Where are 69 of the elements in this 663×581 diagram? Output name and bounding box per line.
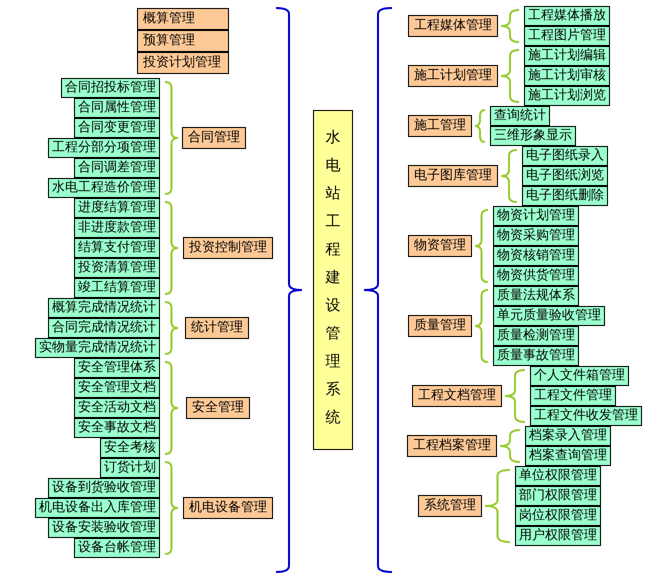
item-box: 水电工程造价管理	[48, 178, 160, 198]
item-box: 合同完成情况统计	[48, 318, 160, 338]
item-box: 安全管理体系	[74, 358, 160, 378]
category-box: 系统管理	[418, 495, 482, 517]
item-box: 电子图纸录入	[522, 146, 608, 166]
item-box: 订货计划	[100, 458, 160, 478]
category-box: 施工管理	[408, 115, 472, 137]
item-box: 工程图片管理	[524, 26, 610, 46]
item-box: 个人文件箱管理	[530, 366, 629, 386]
item-box: 质量事故管理	[493, 346, 579, 366]
item-box: 物资计划管理	[493, 206, 579, 226]
category-box: 工程媒体管理	[408, 15, 498, 37]
item-box: 设备台帐管理	[74, 538, 160, 558]
category-box: 施工计划管理	[408, 65, 498, 87]
category-box: 工程档案管理	[407, 435, 497, 457]
item-box: 档案录入管理	[525, 426, 611, 446]
item-box: 质量法规体系	[493, 286, 579, 306]
category-box: 机电设备管理	[183, 497, 273, 519]
item-box: 安全活动文档	[74, 398, 160, 418]
item-box: 档案查询管理	[525, 446, 611, 466]
item-box: 单位权限管理	[515, 466, 601, 486]
item-box: 概算完成情况统计	[48, 298, 160, 318]
item-box: 竣工结算管理	[74, 278, 160, 298]
module-box: 概算管理	[137, 8, 229, 30]
item-box: 施工计划编辑	[524, 46, 610, 66]
item-box: 安全管理文档	[74, 378, 160, 398]
item-box: 施工计划浏览	[524, 86, 610, 106]
item-box: 工程文件收发管理	[530, 406, 642, 426]
item-box: 机电设备出入库管理	[35, 498, 160, 518]
item-box: 质量检测管理	[493, 326, 579, 346]
item-box: 岗位权限管理	[515, 506, 601, 526]
item-box: 结算支付管理	[74, 238, 160, 258]
category-box: 安全管理	[186, 397, 250, 419]
module-box: 预算管理	[137, 30, 229, 52]
category-box: 合同管理	[182, 127, 246, 149]
item-box: 工程媒体播放	[524, 6, 610, 26]
item-box: 安全事故文档	[74, 418, 160, 438]
system-box: 水电站工程建设管理系统	[313, 110, 353, 450]
item-box: 进度结算管理	[74, 198, 160, 218]
item-box: 合同招投标管理	[61, 78, 160, 98]
item-box: 合同变更管理	[74, 118, 160, 138]
item-box: 投资清算管理	[74, 258, 160, 278]
item-box: 物资核销管理	[493, 246, 579, 266]
category-box: 质量管理	[408, 315, 472, 337]
item-box: 物资供货管理	[493, 266, 579, 286]
item-box: 安全考核	[100, 438, 160, 458]
category-box: 电子图库管理	[408, 165, 498, 187]
item-box: 设备到货验收管理	[48, 478, 160, 498]
item-box: 工程分部分项管理	[48, 138, 160, 158]
item-box: 实物量完成情况统计	[35, 338, 160, 358]
item-box: 用户权限管理	[515, 526, 601, 546]
item-box: 工程文件管理	[530, 386, 616, 406]
item-box: 电子图纸删除	[522, 186, 608, 206]
item-box: 物资采购管理	[493, 226, 579, 246]
item-box: 合同属性管理	[74, 98, 160, 118]
item-box: 施工计划审核	[524, 66, 610, 86]
item-box: 设备安装验收管理	[48, 518, 160, 538]
item-box: 部门权限管理	[515, 486, 601, 506]
item-box: 查询统计	[490, 106, 550, 126]
category-box: 投资控制管理	[183, 237, 273, 259]
category-box: 物资管理	[408, 235, 472, 257]
item-box: 单元质量验收管理	[493, 306, 605, 326]
module-box: 投资计划管理	[137, 52, 229, 74]
item-box: 非进度款管理	[74, 218, 160, 238]
item-box: 合同调差管理	[74, 158, 160, 178]
item-box: 电子图纸浏览	[522, 166, 608, 186]
category-box: 统计管理	[185, 317, 249, 339]
category-box: 工程文档管理	[412, 385, 502, 407]
item-box: 三维形象显示	[490, 126, 576, 146]
